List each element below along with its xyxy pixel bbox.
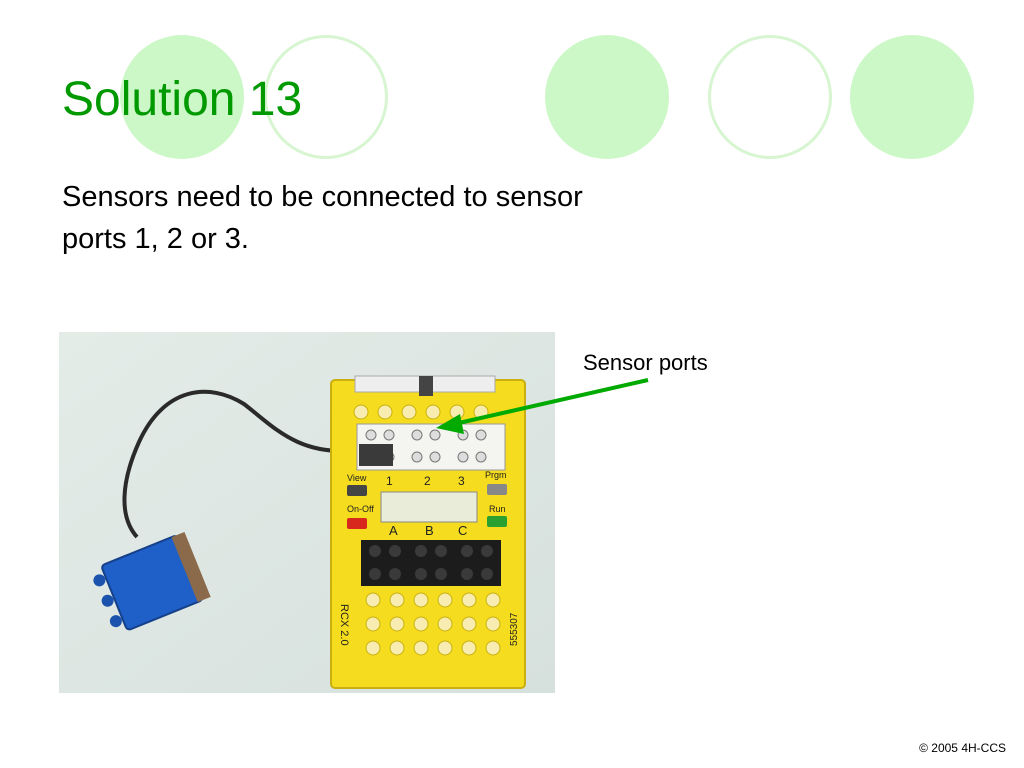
lcd-display <box>380 491 478 523</box>
arrow-shaft <box>449 378 649 427</box>
callout-label: Sensor ports <box>583 350 708 375</box>
view-button <box>347 485 367 496</box>
sensor-cable <box>122 389 360 539</box>
output-letter: B <box>425 523 434 538</box>
output-ports <box>361 540 501 586</box>
rcx-brick-photo: 1 2 3 View Prgm On-Off Run A B C RCX 2.0… <box>59 332 555 693</box>
port-number: 1 <box>386 474 393 488</box>
prgm-button <box>487 484 507 495</box>
onoff-label: On-Off <box>347 504 374 514</box>
run-button <box>487 516 507 527</box>
slide-title: Solution 13 <box>62 73 303 126</box>
decorative-circle <box>120 35 244 159</box>
cable-connector <box>359 444 393 466</box>
output-letter: C <box>458 523 467 538</box>
onoff-button <box>347 518 367 529</box>
view-label: View <box>347 473 367 483</box>
arrow-head <box>436 414 464 434</box>
model-label: RCX 2.0 <box>338 604 350 646</box>
decorative-circle <box>545 35 669 159</box>
callout-arrow <box>436 378 649 434</box>
port-number: 2 <box>424 474 431 488</box>
copyright-footer: © 2005 4H-CCS <box>919 741 1006 755</box>
part-number-label: 555307 <box>509 612 520 646</box>
decorative-ring <box>708 35 832 159</box>
port-number: 3 <box>458 474 465 488</box>
run-label: Run <box>489 504 506 514</box>
touch-sensor <box>93 531 211 631</box>
decorative-ring <box>264 35 388 159</box>
prgm-label: Prgm <box>485 470 507 480</box>
slide-body-text: Sensors need to be connected to sensor p… <box>62 181 583 255</box>
output-letter: A <box>389 523 398 538</box>
decorative-circle <box>850 35 974 159</box>
